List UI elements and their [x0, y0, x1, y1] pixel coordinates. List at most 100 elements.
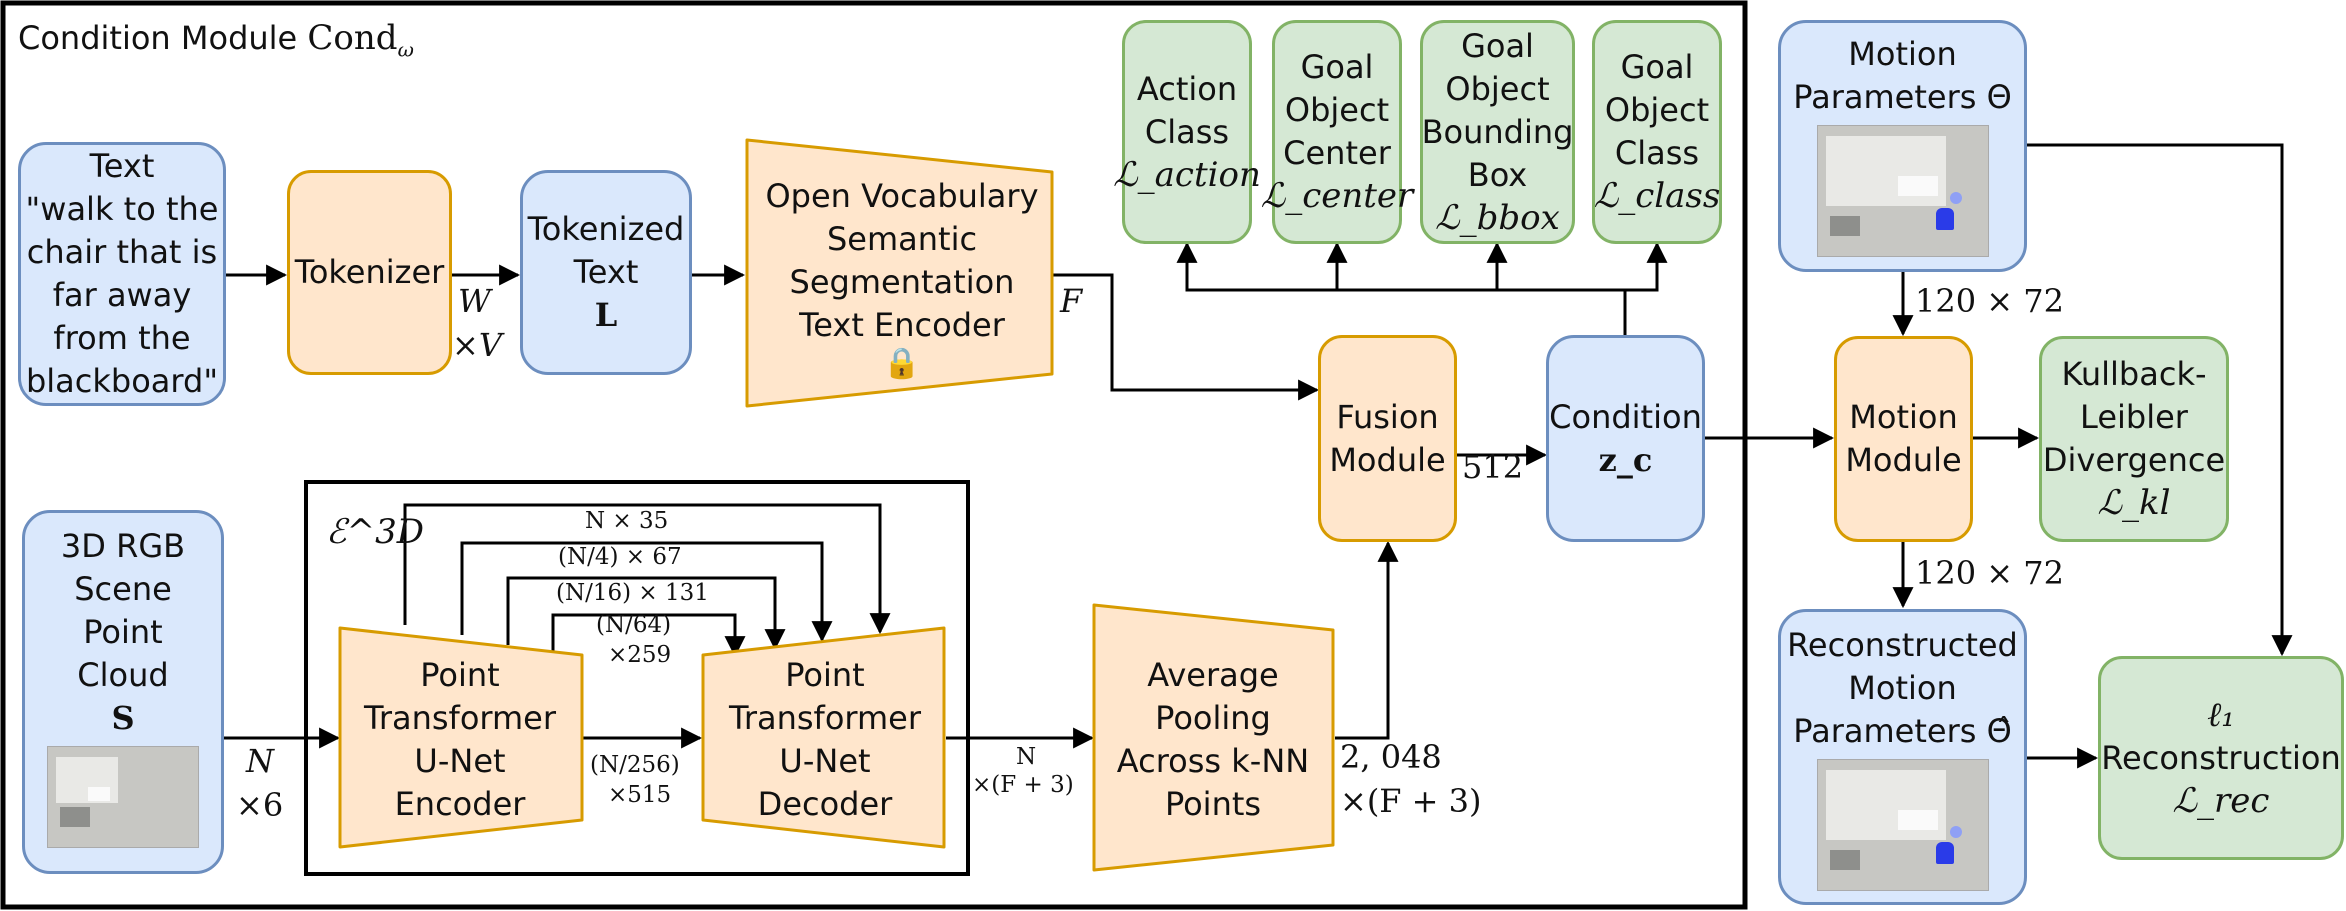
action-class-line: Action: [1136, 69, 1238, 108]
text-input-line: chair that is: [26, 233, 218, 271]
goal-bbox-line: Box: [1467, 155, 1528, 194]
action-class-line: Class: [1144, 112, 1230, 151]
goal-center-loss: ℒ_center: [1260, 176, 1414, 216]
pt-encoder-line: Point: [420, 656, 500, 694]
skip-connection-2: [460, 541, 833, 643]
goal-class-line: Class: [1614, 134, 1700, 172]
edge-pool-to-fusion: [1335, 540, 1399, 740]
decoder-dim-f3: ×(F + 3): [972, 772, 1074, 798]
text-input-node: Text "walk to the chair that is far away…: [18, 142, 226, 406]
reconstructed-params-node: Reconstructed Motion Parameters Θ̂: [1778, 609, 2027, 905]
module-title-symbol: Cond: [307, 18, 398, 58]
tokenizer-node: Tokenizer: [287, 170, 452, 375]
text-encoder-shape: [745, 138, 1054, 408]
text-input-line: far away: [52, 276, 192, 314]
encoder-label: ℰ^3D: [326, 512, 424, 552]
point-cloud-line: Cloud: [77, 656, 169, 694]
avg-pool-shape: [1092, 603, 1335, 872]
pointcloud-dim-6: ×6: [236, 786, 284, 824]
tokenized-text-line: Text: [573, 253, 639, 291]
goal-bbox-line: Bounding: [1421, 112, 1574, 151]
motion-params-line: Motion: [1848, 35, 1957, 73]
recon-thumbnail: [1816, 759, 1989, 891]
point-cloud-symbol: S: [111, 699, 135, 737]
module-title-text: Condition Module: [18, 19, 298, 57]
l1-loss: ℒ_rec: [2172, 780, 2270, 821]
fusion-line: Module: [1329, 440, 1446, 479]
fusion-dim-512: 512: [1462, 448, 1524, 486]
pt-decoder-line: Decoder: [757, 785, 893, 823]
point-cloud-node: 3D RGB Scene Point Cloud S: [22, 510, 224, 874]
kl-line: Leibler: [2080, 398, 2188, 436]
point-cloud-line: Scene: [74, 570, 172, 608]
action-class-node: Action Class ℒ_action: [1113, 20, 1261, 244]
tokenized-text-symbol: L: [594, 296, 618, 334]
kl-node: Kullback- Leibler Divergence ℒ_kl: [2039, 336, 2229, 542]
skip-label-2: (N/4) × 67: [558, 544, 682, 570]
skip-connection-3: [506, 576, 786, 651]
recon-params-line: Parameters Θ̂: [1793, 712, 2012, 750]
lock-icon: 🔒: [883, 346, 921, 381]
module-title-subscript: ω: [397, 37, 414, 62]
text-input-line: "walk to the: [25, 190, 219, 228]
avg-pool-line: Pooling: [1155, 699, 1271, 737]
tokenized-text-node: Tokenized Text L: [520, 170, 692, 375]
goal-bbox-node: Goal Object Bounding Box ℒ_bbox: [1420, 20, 1575, 244]
scene-thumbnail: [47, 746, 199, 848]
bottleneck-label: (N/256): [590, 752, 680, 778]
goal-bbox-line: Goal: [1461, 26, 1534, 65]
point-cloud-line: 3D RGB: [60, 527, 186, 565]
text-encoder-line: Open Vocabulary: [765, 177, 1039, 215]
bottleneck-label-b: ×515: [608, 782, 672, 808]
goal-bbox-loss: ℒ_bbox: [1435, 197, 1560, 238]
point-cloud-line: Point: [83, 613, 163, 651]
action-loss: ℒ_action: [1113, 154, 1261, 195]
fusion-line: Fusion: [1336, 397, 1439, 436]
pt-decoder-shape: [701, 626, 946, 849]
pt-encoder-line: U-Net: [414, 742, 506, 780]
skip-label-4: (N/64): [596, 612, 672, 638]
goal-center-line: Object: [1284, 91, 1390, 129]
text-encoder-line: Semantic: [826, 220, 978, 258]
condition-label: Condition: [1549, 397, 1702, 436]
goal-center-line: Center: [1283, 134, 1391, 172]
goal-class-line: Object: [1604, 91, 1710, 129]
pt-encoder-node: Point Transformer U-Net Encoder: [350, 650, 570, 830]
condition-symbol: z_c: [1598, 440, 1653, 479]
recon-params-line: Reconstructed: [1787, 626, 2018, 664]
avg-pool-line: Across k-NN: [1116, 742, 1310, 780]
motion-params-node: Motion Parameters Θ: [1778, 20, 2027, 272]
motion-module-node: Motion Module: [1834, 336, 1973, 542]
skip-connection-1: [403, 503, 891, 635]
recon-params-line: Motion: [1848, 669, 1957, 707]
avg-pool-node: Average Pooling Across k-NN Points: [1100, 650, 1326, 830]
pt-decoder-line: Transformer: [728, 699, 921, 737]
condition-module-title: Condition Module Condω: [18, 18, 414, 61]
pointcloud-dim-n: N: [246, 742, 274, 780]
tokenized-text-line: Tokenized: [527, 210, 685, 248]
condition-node: Condition z_c: [1546, 335, 1705, 542]
skip-label-4b: ×259: [608, 642, 672, 668]
text-input-line: from the: [53, 319, 191, 357]
text-input-line: Text: [89, 147, 155, 185]
tokenizer-dim-v: ×V: [452, 326, 502, 364]
goal-center-node: Goal Object Center ℒ_center: [1261, 20, 1413, 244]
pt-decoder-node: Point Transformer U-Net Decoder: [715, 650, 935, 830]
text-encoder-line: Segmentation: [789, 263, 1015, 301]
motion-dims-bottom: 120 × 72: [1915, 554, 2064, 592]
kl-line: Kullback-: [2061, 355, 2207, 393]
avg-pool-line: Average: [1147, 656, 1279, 694]
pool-dim-2048: 2, 048: [1340, 738, 1442, 776]
skip-label-3: (N/16) × 131: [556, 580, 709, 606]
decoder-dim-n: N: [1016, 744, 1037, 770]
motion-dims-top: 120 × 72: [1915, 282, 2064, 320]
l1-symbol: ℓ₁: [2207, 694, 2235, 735]
goal-class-line: Goal: [1620, 48, 1694, 86]
edge-to-action: [1176, 241, 1627, 342]
l1-node: ℓ₁ Reconstruction ℒ_rec: [2098, 656, 2344, 860]
kl-line: Divergence: [2042, 441, 2226, 479]
edge-encoder-to-fusion: [1052, 273, 1320, 401]
pt-encoder-line: Transformer: [363, 699, 556, 737]
